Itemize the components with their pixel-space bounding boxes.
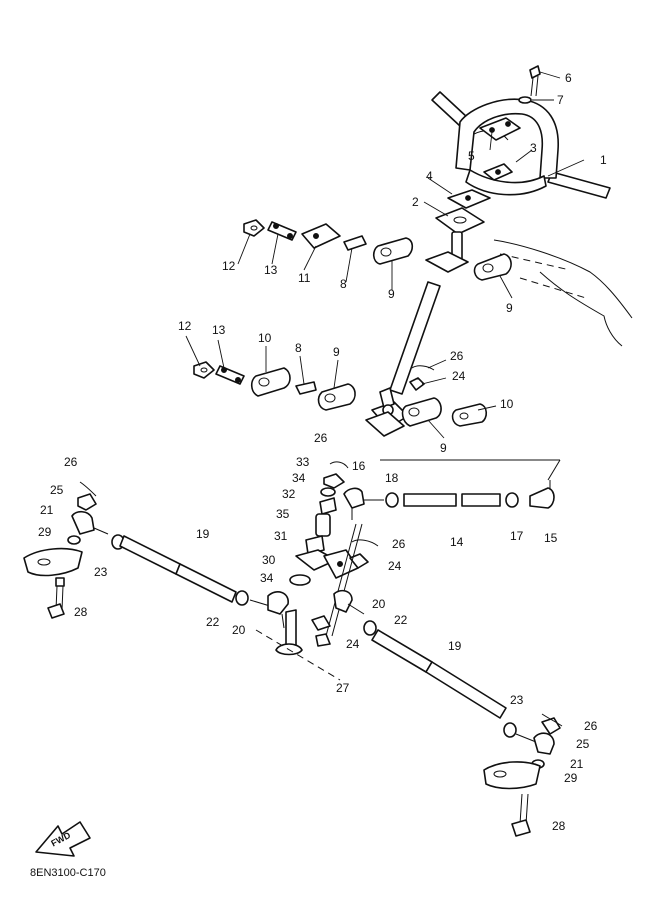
callout-9c: 9	[333, 345, 340, 359]
callout-14: 14	[450, 535, 464, 549]
callout-19: 19	[196, 527, 210, 541]
callout-25: 25	[50, 483, 64, 497]
fwd-arrow-icon: FWD	[35, 821, 91, 857]
drag-link-assembly	[343, 459, 561, 520]
callout-7: 7	[557, 93, 564, 107]
upper-link-set-b	[193, 361, 488, 427]
callout-28b: 28	[552, 819, 566, 833]
callout-16: 16	[352, 459, 366, 473]
callout-labels: 1 2 3 4 5 6 7 8 9 11 12 13 9 12 13 10 8 …	[38, 71, 607, 833]
callout-26c: 26	[392, 537, 406, 551]
right-tie-rod	[333, 589, 563, 837]
callout-5: 5	[468, 149, 475, 163]
callout-23b: 23	[510, 693, 524, 707]
callout-17: 17	[510, 529, 524, 543]
callout-9: 9	[388, 287, 395, 301]
callout-9b: 9	[506, 301, 513, 315]
callout-21: 21	[40, 503, 54, 517]
callout-13: 13	[264, 263, 278, 277]
leader-lines	[185, 71, 585, 439]
callout-26: 26	[450, 349, 464, 363]
left-tie-rod	[23, 481, 289, 629]
callout-22: 22	[206, 615, 220, 629]
callout-27: 27	[336, 681, 350, 695]
callout-22b: 22	[394, 613, 408, 627]
callout-15: 15	[544, 531, 558, 545]
callout-32: 32	[282, 487, 296, 501]
callout-35: 35	[276, 507, 290, 521]
callout-9d: 9	[440, 441, 447, 455]
callout-25b: 25	[576, 737, 590, 751]
callout-8b: 8	[295, 341, 302, 355]
centre-arm-stack	[255, 461, 379, 681]
frame-outline	[493, 239, 633, 347]
callout-24c: 24	[346, 637, 360, 651]
callout-2: 2	[412, 195, 419, 209]
callout-34b: 34	[260, 571, 274, 585]
callout-11: 11	[298, 271, 311, 285]
callout-24: 24	[452, 369, 466, 383]
callout-10b: 10	[500, 397, 514, 411]
callout-30: 30	[262, 553, 276, 567]
callout-13b: 13	[212, 323, 226, 337]
callout-26d: 26	[64, 455, 78, 469]
callout-1: 1	[600, 153, 607, 167]
callout-19b: 19	[448, 639, 462, 653]
callout-10: 10	[258, 331, 272, 345]
callout-3: 3	[530, 141, 537, 155]
callout-20b: 20	[372, 597, 386, 611]
callout-33: 33	[296, 455, 310, 469]
handlebar-assembly	[431, 65, 611, 235]
callout-18: 18	[385, 471, 399, 485]
callout-28: 28	[74, 605, 88, 619]
callout-26e: 26	[584, 719, 598, 733]
callout-26b: 26	[314, 431, 328, 445]
callout-29b: 29	[564, 771, 578, 785]
callout-20: 20	[232, 623, 246, 637]
callout-4: 4	[426, 169, 433, 183]
callout-24b: 24	[388, 559, 402, 573]
callout-6: 6	[565, 71, 572, 85]
callout-31: 31	[274, 529, 288, 543]
callout-12: 12	[222, 259, 236, 273]
callout-21b: 21	[570, 757, 584, 771]
callout-29: 29	[38, 525, 52, 539]
callout-23: 23	[94, 565, 108, 579]
steering-column	[365, 231, 469, 437]
callout-8: 8	[340, 277, 347, 291]
callout-12b: 12	[178, 319, 192, 333]
diagram-code: 8EN3100-C170	[30, 867, 106, 879]
upper-link-set-a	[243, 219, 512, 281]
callout-34: 34	[292, 471, 306, 485]
